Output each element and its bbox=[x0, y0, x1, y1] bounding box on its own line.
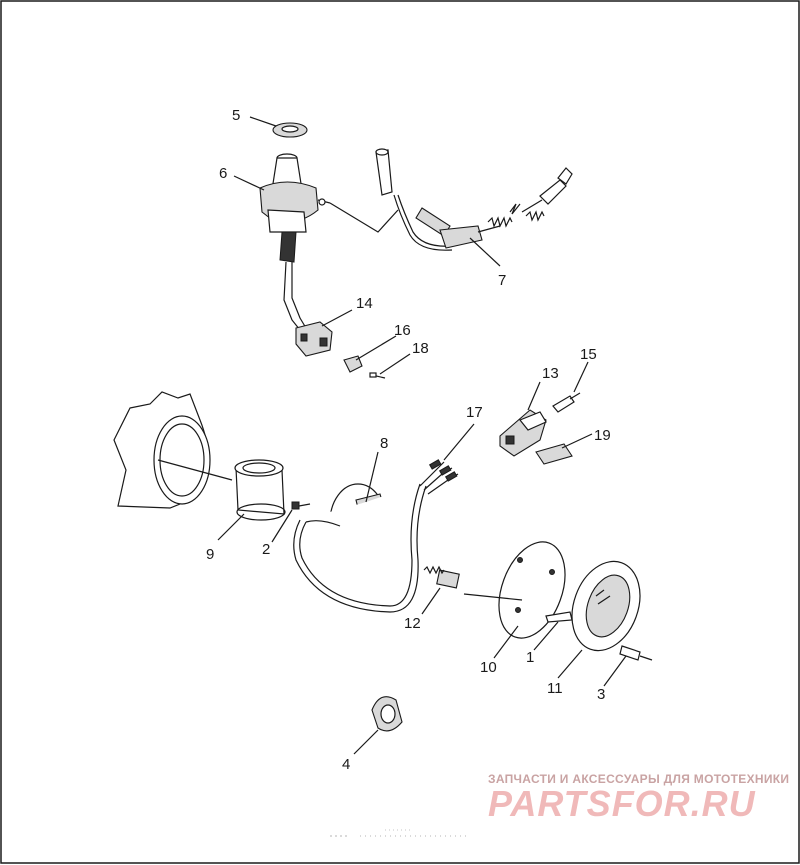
ignition-coil-group bbox=[259, 122, 573, 379]
leader-lines bbox=[157, 116, 627, 755]
clamp-4 bbox=[371, 696, 403, 732]
callout-15: 15 bbox=[580, 346, 597, 363]
callout-13: 13 bbox=[542, 365, 559, 382]
callout-1: 1 bbox=[526, 649, 534, 666]
callout-3: 3 bbox=[597, 686, 605, 703]
callout-8: 8 bbox=[380, 435, 388, 452]
footer-specks bbox=[330, 829, 470, 837]
screw-2 bbox=[291, 501, 311, 510]
callout-2: 2 bbox=[262, 541, 270, 558]
cover-group bbox=[498, 541, 653, 661]
callout-5: 5 bbox=[232, 107, 240, 124]
callout-10: 10 bbox=[480, 659, 497, 676]
callout-4: 4 bbox=[342, 756, 350, 773]
connector-lock-19 bbox=[535, 443, 573, 465]
callout-14: 14 bbox=[356, 295, 373, 312]
harness-leads bbox=[419, 461, 445, 487]
callout-6: 6 bbox=[219, 165, 227, 182]
coil-connector bbox=[295, 321, 333, 357]
timer-plate bbox=[498, 541, 566, 639]
connector-clip bbox=[343, 355, 363, 373]
standoff-12 bbox=[423, 565, 460, 589]
terminal-pin-15 bbox=[552, 395, 575, 413]
watermark-brand: PARTSFOR.RU bbox=[488, 783, 756, 824]
housing-group bbox=[113, 391, 311, 521]
sensor-connector-group bbox=[499, 392, 581, 465]
callout-17: 17 bbox=[466, 404, 483, 421]
callout-11: 11 bbox=[547, 680, 563, 697]
sensor-plate-group bbox=[293, 459, 460, 613]
callout-19: 19 bbox=[594, 427, 611, 444]
wire-spring bbox=[487, 216, 513, 228]
callout-18: 18 bbox=[412, 340, 429, 357]
watermark: ЗАПЧАСТИ И АКСЕССУАРЫ ДЛЯ МОТОТЕХНИКИ PA… bbox=[488, 772, 789, 824]
callout-12: 12 bbox=[404, 615, 421, 632]
callout-7: 7 bbox=[498, 272, 506, 289]
callout-labels: 1 2 3 4 5 6 7 8 9 10 11 12 13 14 15 16 1… bbox=[206, 107, 611, 773]
plug-boot-left bbox=[375, 149, 393, 196]
callout-16: 16 bbox=[394, 322, 411, 339]
plug-boot-right bbox=[539, 179, 567, 205]
watermark-tagline: ЗАПЧАСТИ И АКСЕССУАРЫ ДЛЯ МОТОТЕХНИКИ bbox=[488, 772, 789, 786]
wire-break bbox=[509, 203, 521, 215]
screw-3 bbox=[619, 645, 641, 661]
callout-9: 9 bbox=[206, 546, 214, 563]
